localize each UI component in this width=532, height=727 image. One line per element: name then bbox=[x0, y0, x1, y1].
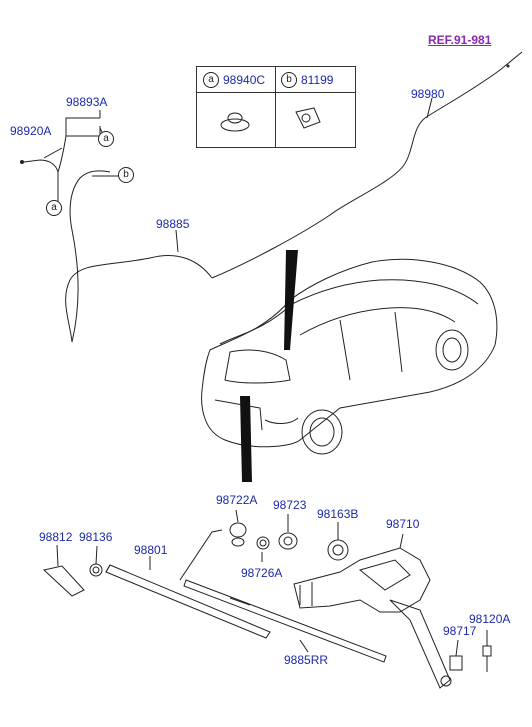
leader-9885RR bbox=[299, 639, 309, 653]
legend-cell-b: b 81199 bbox=[281, 67, 333, 93]
legend-header-row bbox=[197, 67, 355, 93]
part-label-98717[interactable]: 98717 bbox=[443, 624, 477, 638]
legend-part-a: 98940C bbox=[223, 73, 266, 87]
part-label-9885RR[interactable]: 9885RR bbox=[284, 653, 329, 667]
wiper-motor bbox=[293, 547, 431, 613]
part-label-98812[interactable]: 98812 bbox=[39, 530, 73, 544]
pointer-band-hose bbox=[284, 250, 298, 350]
leader-98710 bbox=[399, 533, 404, 549]
car-outline bbox=[201, 258, 498, 448]
leader-98885 bbox=[175, 229, 179, 253]
bracket bbox=[389, 599, 451, 689]
part-label-98980[interactable]: 98980 bbox=[411, 87, 445, 101]
wiper-blade bbox=[183, 579, 387, 663]
cap-98812 bbox=[42, 565, 85, 597]
part-label-98723[interactable]: 98723 bbox=[273, 498, 307, 512]
part-label-98120A[interactable]: 98120A bbox=[469, 612, 511, 626]
callout-a-lower: a bbox=[46, 200, 62, 216]
part-label-98136[interactable]: 98136 bbox=[79, 530, 113, 544]
legend-table: a 98940C b 81199 bbox=[196, 66, 356, 148]
legend-divider bbox=[275, 67, 276, 147]
hose-98980 bbox=[211, 51, 523, 279]
callout-b: b bbox=[118, 167, 134, 183]
part-label-98726A[interactable]: 98726A bbox=[241, 566, 283, 580]
leader-98136 bbox=[95, 545, 98, 565]
leader-98812 bbox=[56, 544, 59, 567]
part-label-98885[interactable]: 98885 bbox=[156, 217, 190, 231]
reference-label[interactable]: REF.91-981 bbox=[428, 33, 492, 47]
pointer-band-arm bbox=[240, 396, 252, 482]
leader-98717 bbox=[455, 639, 459, 657]
legend-key-b: b bbox=[281, 72, 297, 88]
part-label-98920A[interactable]: 98920A bbox=[10, 124, 52, 138]
hose-98885 bbox=[65, 254, 213, 343]
part-label-98710[interactable]: 98710 bbox=[386, 517, 420, 531]
hose-left-network bbox=[69, 170, 111, 343]
legend-key-a: a bbox=[203, 72, 219, 88]
part-label-98722A[interactable]: 98722A bbox=[216, 493, 258, 507]
legend-part-b: 81199 bbox=[301, 73, 334, 87]
part-label-98801[interactable]: 98801 bbox=[134, 543, 168, 557]
part-label-98893A[interactable]: 98893A bbox=[66, 95, 108, 109]
legend-cell-a: a 98940C bbox=[203, 67, 265, 93]
leader-98980 bbox=[426, 97, 433, 119]
leader-98722A bbox=[235, 509, 239, 523]
part-label-98163B[interactable]: 98163B bbox=[317, 507, 359, 521]
callout-a-upper: a bbox=[98, 131, 114, 147]
